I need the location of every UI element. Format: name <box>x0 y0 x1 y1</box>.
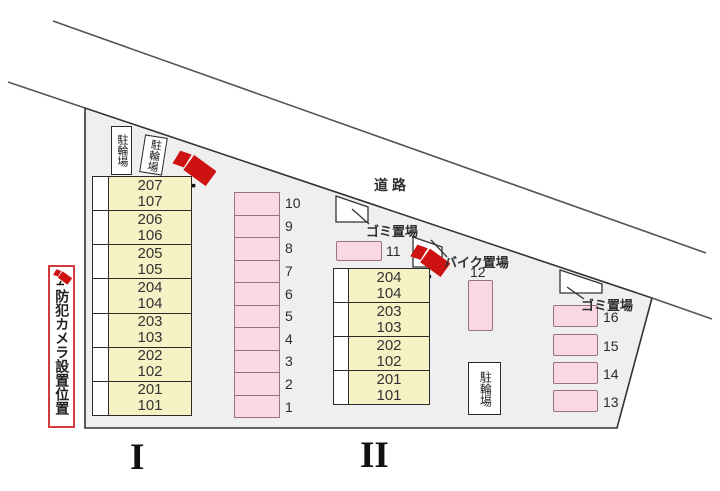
building-1-units: 207 107 206 106 205 105 204 104 203 103 … <box>109 177 191 415</box>
room-number: 202 <box>376 336 402 354</box>
parking-number-16: 16 <box>603 309 619 325</box>
road-near-edge-line-right <box>651 297 713 320</box>
parking-space-15 <box>553 334 598 356</box>
parking-number: 2 <box>285 376 293 393</box>
parking-number-12: 12 <box>470 264 486 280</box>
building-1-corridor <box>93 177 109 415</box>
room-number: 203 <box>376 302 402 320</box>
parking-number: 9 <box>285 217 293 234</box>
garbage-area-left-pointer <box>351 208 370 225</box>
parking-number: 7 <box>285 263 293 280</box>
parking-space-14 <box>553 362 598 384</box>
room-number: 206 <box>137 210 163 228</box>
parking-space-16 <box>553 305 598 327</box>
parking-space <box>235 306 279 328</box>
parking-column-1-10 <box>234 192 280 418</box>
unit-row: 207 107 <box>109 176 191 212</box>
room-number: 203 <box>137 313 163 331</box>
room-number: 207 <box>137 176 163 194</box>
room-number: 103 <box>137 329 163 347</box>
road-label: 道路 <box>374 177 410 193</box>
bike-area-label: バイク置場 <box>444 255 509 270</box>
room-number: 103 <box>376 318 402 336</box>
room-number: 201 <box>376 370 402 388</box>
unit-row: 203 103 <box>109 314 191 348</box>
room-number: 104 <box>376 284 402 302</box>
room-number: 102 <box>376 352 402 370</box>
building-2-label: II <box>360 435 389 476</box>
room-number: 204 <box>137 278 163 296</box>
road-far-edge-line <box>52 20 707 254</box>
bike-area-pointer <box>430 239 448 258</box>
parking-space <box>235 328 279 351</box>
unit-row: 204 104 <box>109 278 191 314</box>
bicycle-parking-box-bottom: 駐輪場 <box>468 362 501 415</box>
unit-row: 206 106 <box>109 210 191 246</box>
building-2-corridor <box>334 269 349 404</box>
parking-number-11: 11 <box>386 243 401 259</box>
bicycle-parking-box-a: 駐輪場 <box>111 126 132 175</box>
building-2-units: 204 104 203 103 202 102 201 101 <box>349 269 429 404</box>
parking-number-15: 15 <box>603 338 619 354</box>
building-2: 204 104 203 103 202 102 201 101 <box>333 268 430 405</box>
garbage-area-right-box <box>559 269 603 294</box>
room-number: 101 <box>376 386 402 404</box>
unit-row: 201 101 <box>109 382 191 415</box>
garbage-area-right-pointer <box>566 286 585 300</box>
unit-row: 202 102 <box>349 337 429 371</box>
parking-number-14: 14 <box>603 366 619 382</box>
parking-number: 1 <box>285 398 293 415</box>
unit-row: 202 102 <box>109 348 191 382</box>
room-number: 104 <box>137 294 163 312</box>
road-near-edge-line-left <box>7 81 86 109</box>
parking-space <box>235 238 279 261</box>
parking-space <box>235 193 279 216</box>
garbage-area-left-label: ゴミ置場 <box>366 224 419 239</box>
room-number: 105 <box>137 260 163 278</box>
parking-space <box>235 216 279 238</box>
parking-space <box>235 283 279 306</box>
security-camera-legend-label: 防犯カメラ設置位置 <box>54 289 71 415</box>
unit-row: 203 103 <box>349 303 429 337</box>
security-camera-legend: 防犯カメラ設置位置 <box>48 265 75 428</box>
room-number: 101 <box>137 397 163 415</box>
parking-space <box>235 396 279 418</box>
room-number: 204 <box>376 268 402 286</box>
security-camera-icon <box>52 269 72 286</box>
parking-number: 8 <box>285 240 293 257</box>
bicycle-parking-label-bottom: 駐輪場 <box>478 370 493 407</box>
parking-space-12 <box>468 280 493 331</box>
parking-number: 3 <box>285 353 293 370</box>
parking-number: 6 <box>285 285 293 302</box>
parking-number-13: 13 <box>603 394 619 410</box>
parking-number: 5 <box>285 308 293 325</box>
room-number: 205 <box>137 244 163 262</box>
parking-space <box>235 261 279 283</box>
parking-numbers-1-10: 10 9 8 7 6 5 4 3 2 1 <box>285 192 307 418</box>
room-number: 202 <box>137 347 163 365</box>
bicycle-parking-label-a: 駐輪場 <box>115 134 128 167</box>
building-1: 207 107 206 106 205 105 204 104 203 103 … <box>92 176 192 416</box>
room-number: 107 <box>137 192 163 210</box>
parking-number: 10 <box>285 195 301 212</box>
room-number: 102 <box>137 363 163 381</box>
parking-space <box>235 351 279 373</box>
room-number: 201 <box>137 381 163 399</box>
unit-row: 204 104 <box>349 269 429 303</box>
room-number: 106 <box>137 226 163 244</box>
garbage-area-right-label: ゴミ置場 <box>581 298 634 313</box>
parking-space <box>235 373 279 396</box>
building-1-label: I <box>130 437 145 478</box>
bicycle-parking-label-b: 駐輪場 <box>145 137 163 173</box>
unit-row: 201 101 <box>349 371 429 404</box>
parking-space-13 <box>553 390 598 412</box>
parking-space-11 <box>336 241 382 261</box>
unit-row: 205 105 <box>109 244 191 280</box>
parking-number: 4 <box>285 330 293 347</box>
